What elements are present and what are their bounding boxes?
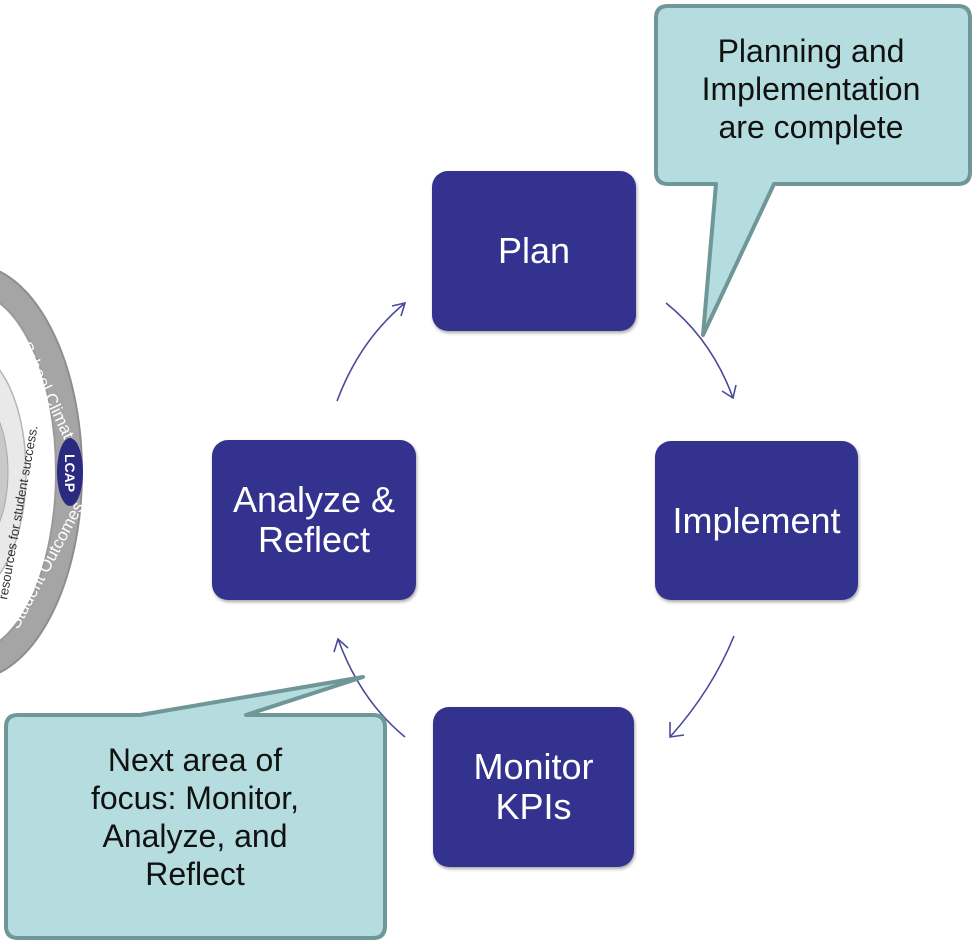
node-implement: Implement (655, 441, 858, 600)
cycle-arrows (333, 301, 737, 738)
callout-top-bubble (654, 4, 972, 337)
lcap-logo (57, 438, 83, 506)
node-plan: Plan (432, 171, 636, 331)
lcap-badge: School Climate Student Outcomes resource… (0, 270, 88, 674)
lcap-logo-text: LCAP (62, 454, 78, 492)
node-analyze-reflect: Analyze & Reflect (212, 440, 416, 600)
callout-bottom-bubble (4, 675, 387, 940)
arrow-implement-to-monitor (669, 635, 735, 738)
arrow-analyze-to-plan (336, 302, 406, 402)
node-monitor-kpis: Monitor KPIs (433, 707, 634, 867)
callout-top-text: Planning and Implementation are complete (701, 33, 921, 145)
arrow-monitor-to-analyze (337, 638, 406, 738)
callout-bottom-text: Next area of focus: Monitor, Analyze, an… (90, 742, 300, 892)
arrow-plan-to-implement (665, 302, 734, 399)
